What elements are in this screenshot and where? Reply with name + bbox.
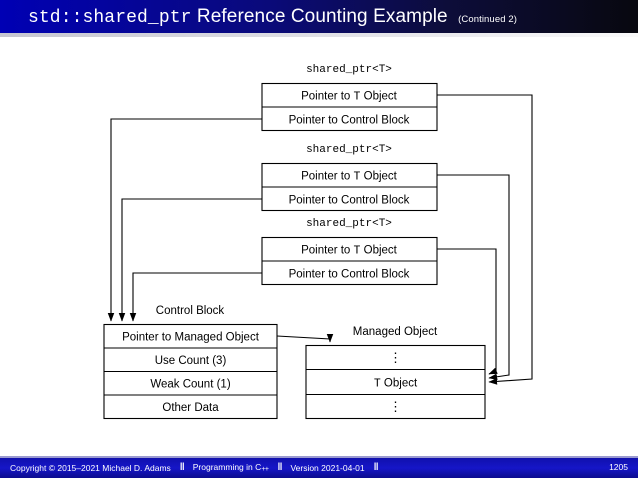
- connector-sharedptr2-to-t-object: [437, 174, 510, 381]
- page-title: std::shared_ptr Reference Counting Examp…: [28, 6, 517, 28]
- footer-top-rule: [0, 456, 638, 458]
- sharedptr-3-row-control: Pointer to Control Block: [289, 269, 410, 281]
- managed-object-row-bottom-ellipsis: ⋮: [389, 399, 402, 414]
- sharedptr-2-box: Pointer to T Object Pointer to Control B…: [261, 162, 438, 212]
- footer-info: Copyright © 2015–2021 Michael D. Adams ‖…: [10, 462, 387, 473]
- control-block-caption: Control Block: [156, 305, 225, 317]
- footer-copyright: Copyright © 2015–2021 Michael D. Adams: [10, 462, 171, 473]
- shared-ptr-reference-counting-diagram: shared_ptr<T> Pointer to T Object Pointe…: [0, 37, 638, 455]
- footer-page-number: 1205: [609, 462, 628, 472]
- sharedptr-1-box: Pointer to T Object Pointer to Control B…: [261, 82, 438, 132]
- control-block-row-weak-count: Weak Count (1): [150, 379, 230, 391]
- control-block-box: Pointer to Managed Object Use Count (3) …: [103, 323, 278, 420]
- sharedptr-2-row-object: Pointer to T Object: [301, 171, 398, 184]
- footer-separator-1: ‖: [179, 462, 185, 473]
- footer-separator-2: ‖: [277, 462, 282, 473]
- connector-control-block-to-managed-object: [276, 333, 334, 343]
- managed-object-box: ⋮ T Object ⋮: [305, 344, 486, 420]
- managed-object-row-t-object: T Object: [374, 378, 418, 391]
- footer-separator-3: ‖: [373, 462, 379, 473]
- control-block-row-other-data: Other Data: [162, 402, 219, 414]
- managed-object-row-top-ellipsis: ⋮: [389, 350, 402, 365]
- page-title-rest: Reference Counting Example: [196, 5, 448, 27]
- sharedptr-1-caption: shared_ptr<T>: [306, 64, 392, 76]
- slide-title-bar: std::shared_ptr Reference Counting Examp…: [0, 0, 638, 33]
- page-title-note: (Continued 2): [458, 13, 517, 25]
- connector-sharedptr3-to-control-block: [129, 272, 262, 322]
- title-bar-underline: [0, 33, 638, 37]
- sharedptr-1-row-control: Pointer to Control Block: [289, 115, 410, 127]
- connector-sharedptr1-to-t-object: [437, 94, 533, 385]
- sharedptr-2-caption: shared_ptr<T>: [306, 144, 392, 156]
- connector-sharedptr1-to-control-block: [107, 118, 262, 322]
- page-title-code: std::shared_ptr: [28, 7, 192, 28]
- footer-version: Version 2021-04-01: [290, 462, 365, 473]
- sharedptr-3-box: Pointer to T Object Pointer to Control B…: [261, 236, 438, 286]
- slide-footer: Copyright © 2015–2021 Michael D. Adams ‖…: [0, 456, 638, 478]
- managed-object-caption: Managed Object: [353, 326, 438, 338]
- control-block-row-use-count: Use Count (3): [155, 355, 227, 367]
- sharedptr-1-row-object: Pointer to T Object: [301, 91, 398, 104]
- footer-course: Programming in C++: [192, 462, 269, 473]
- connector-sharedptr3-to-t-object: [437, 248, 498, 375]
- sharedptr-2-row-control: Pointer to Control Block: [289, 195, 410, 207]
- control-block-row-pointer: Pointer to Managed Object: [122, 332, 260, 344]
- sharedptr-3-row-object: Pointer to T Object: [301, 245, 398, 258]
- sharedptr-3-caption: shared_ptr<T>: [306, 218, 392, 230]
- connector-sharedptr2-to-control-block: [118, 198, 262, 322]
